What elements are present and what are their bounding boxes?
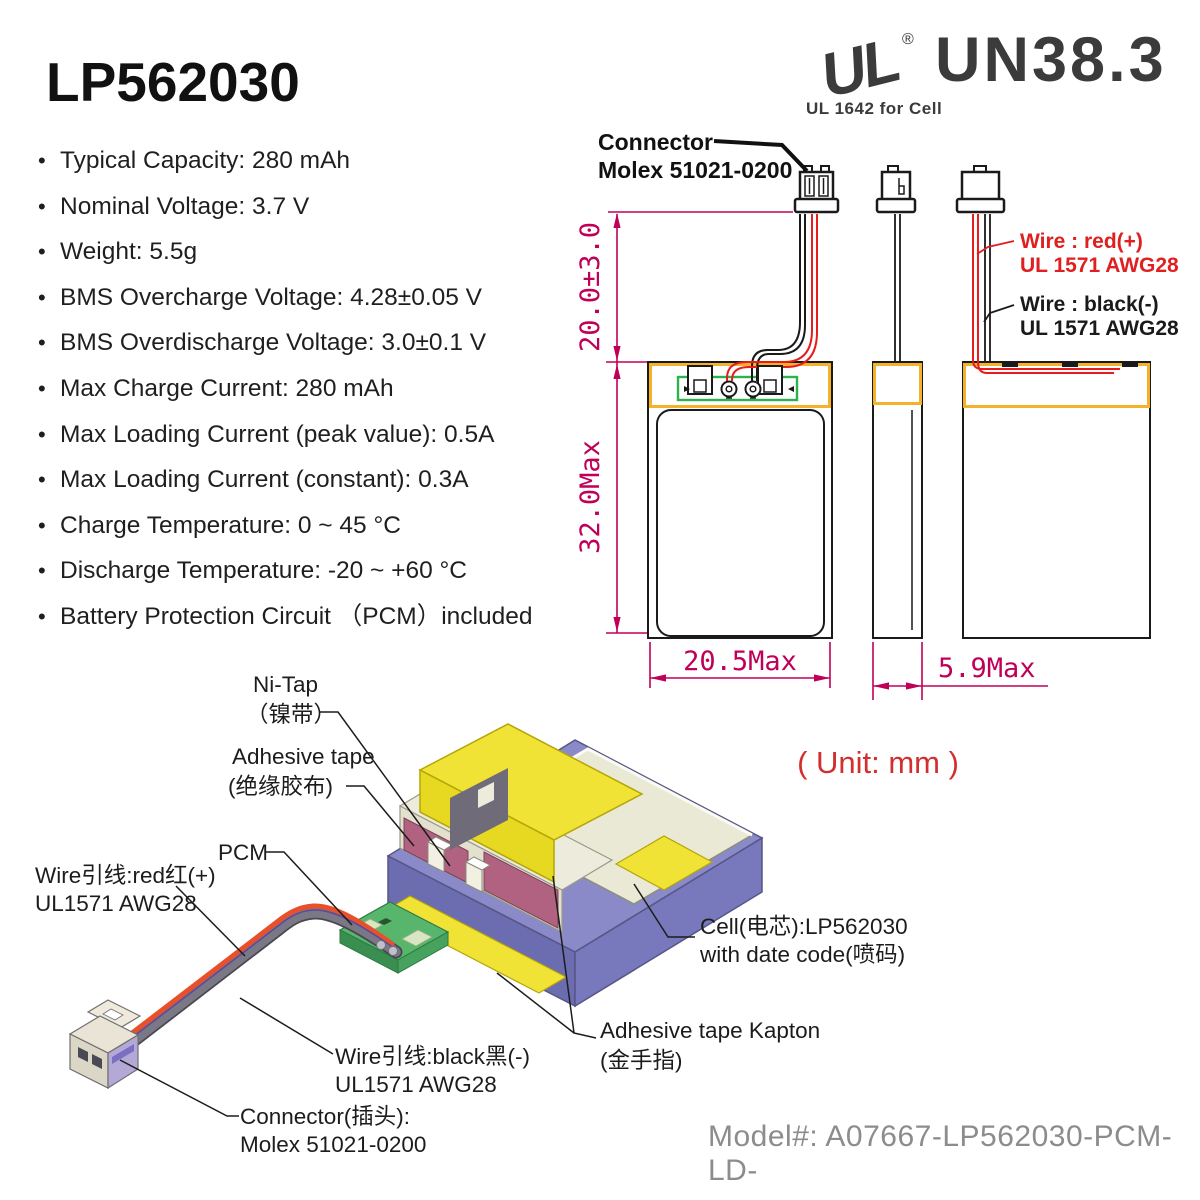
registered-mark-icon: ® (902, 31, 914, 48)
black-wire-path (751, 214, 806, 381)
adhesive-label-line2: (绝缘胶布) (228, 774, 333, 799)
tape-band-outline (649, 363, 831, 408)
red-wire-path (972, 214, 1120, 374)
cell-label-line1: Cell(电芯):LP562030 (700, 914, 908, 939)
pcm-components (720, 380, 762, 399)
spec-item: BMS Overcharge Voltage: 4.28±0.05 V (36, 275, 532, 321)
connector-label-line1: Connector (598, 129, 713, 155)
red-wire-path (726, 214, 818, 381)
pcm-board-3d (338, 901, 450, 974)
dimension-arrows (613, 213, 922, 690)
connector-3d-label-line1: Connector(插头): (240, 1104, 410, 1129)
black-wire-path (984, 214, 991, 362)
connector-symbol-front (793, 165, 840, 214)
spec-item: Weight: 5.5g (36, 229, 532, 275)
connector-label-line2: Molex 51021-0200 (598, 157, 792, 183)
spec-item: Nominal Voltage: 3.7 V (36, 184, 532, 230)
spec-item: Battery Protection Circuit （PCM）included (36, 594, 532, 640)
dimension-lines (606, 211, 1048, 700)
spec-item: Max Loading Current (constant): 0.3A (36, 457, 532, 503)
dim-tab-height: 20.0±3.0 (575, 222, 606, 352)
connector-3d-label-line2: Molex 51021-0200 (240, 1132, 426, 1157)
battery-front-view (647, 165, 840, 639)
ni-tap-tabs (426, 836, 492, 893)
kapton-label-line1: Adhesive tape Kapton (600, 1018, 820, 1043)
wire-bundle-3d (120, 903, 403, 1053)
connector-3d (68, 999, 142, 1090)
ni-tap-label-line2: （镍带） (246, 702, 336, 727)
yellow-tape-3d (381, 723, 714, 994)
wire-red-3d-label-line1: Wire引线:red红(+) (35, 863, 216, 888)
wire-black-label-line1: Wire : black(-) (1020, 293, 1159, 316)
wire-black-3d-label-line2: UL1571 AWG28 (335, 1072, 497, 1097)
ni-tab-symbols (687, 365, 783, 395)
pcm-outline (676, 375, 799, 402)
battery-back-view (955, 165, 1151, 639)
ul-mark-icon: UL (814, 26, 905, 109)
connector-symbol-side (875, 165, 917, 214)
exploded-3d-diagram: Ni-Tap （镍带） Adhesive tape (绝缘胶布) PCM Wir… (35, 672, 908, 1157)
dim-thickness: 5.9Max (938, 653, 1036, 684)
kapton-label-line2: (金手指) (600, 1048, 683, 1073)
black-wire-path (894, 214, 901, 362)
connector-symbol-back (955, 165, 1006, 214)
page-title: LP562030 (46, 51, 300, 113)
model-number: Model#: A07667-LP562030-PCM-LD- (708, 1120, 1173, 1187)
connector-leader-line (713, 139, 809, 173)
spec-item: Charge Temperature: 0 ~ 45 °C (36, 503, 532, 549)
ul-logo: UL ® (814, 26, 914, 109)
un383-label: UN38.3 (935, 25, 1167, 95)
black-wire-leader-line (983, 304, 1015, 323)
wire-black-label-line2: UL 1571 AWG28 (1020, 317, 1179, 340)
pcm-label: PCM (218, 840, 268, 865)
unit-note: ( Unit: mm ) (797, 745, 959, 780)
spec-list: Typical Capacity: 280 mAh Nominal Voltag… (36, 138, 532, 640)
wire-red-3d-label-line2: UL1571 AWG28 (35, 891, 197, 916)
dim-body-width: 20.5Max (683, 646, 797, 677)
dim-body-height: 32.0Max (575, 440, 606, 554)
spec-item: BMS Overdischarge Voltage: 3.0±0.1 V (36, 320, 532, 366)
ul-1642-label: UL 1642 for Cell (806, 99, 943, 118)
spec-item: Typical Capacity: 280 mAh (36, 138, 532, 184)
adhesive-label-line1: Adhesive tape (232, 744, 375, 769)
spec-item: Max Loading Current (peak value): 0.5A (36, 412, 532, 458)
ni-tap-label-line1: Ni-Tap (253, 672, 318, 697)
cell-label-line2: with date code(喷码) (699, 942, 905, 967)
spec-item: Discharge Temperature: -20 ~ +60 °C (36, 548, 532, 594)
battery-side-view (872, 165, 923, 639)
spec-item: Max Charge Current: 280 mAh (36, 366, 532, 412)
wire-red-label-line1: Wire : red(+) (1020, 230, 1143, 253)
red-wire-leader-line (976, 240, 1015, 255)
wire-black-3d-label-line1: Wire引线:black黑(-) (335, 1044, 530, 1069)
technical-drawing: 20.0±3.0 32.0Max 20.5Max 5.9Max (575, 129, 1179, 780)
callout-leaders (119, 711, 695, 1117)
wire-red-label-line2: UL 1571 AWG28 (1020, 254, 1179, 277)
